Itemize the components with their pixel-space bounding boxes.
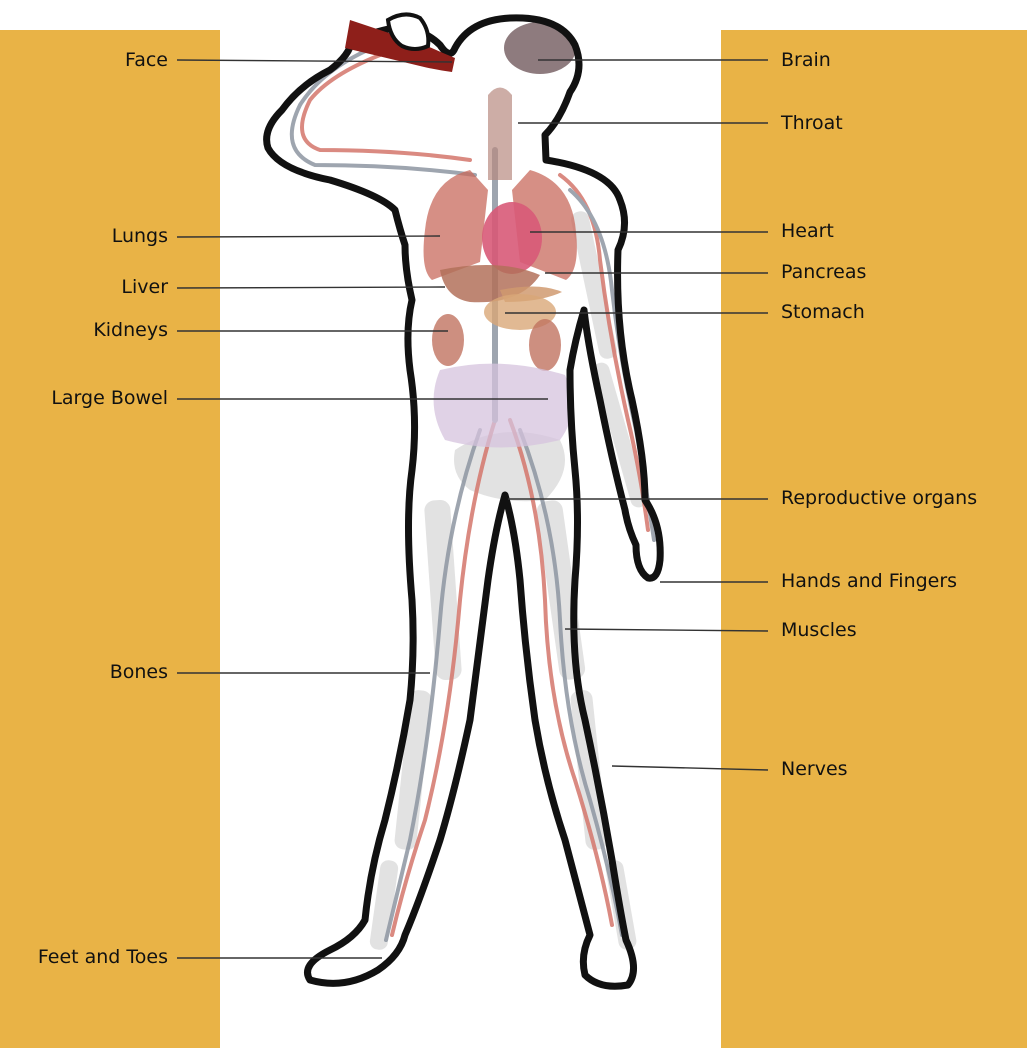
label-lungs: Lungs [112,225,168,247]
label-liver: Liver [121,276,168,298]
label-brain: Brain [781,49,831,71]
kidney-right [529,319,561,371]
label-stomach: Stomach [781,301,865,323]
kidney-left [432,314,464,366]
label-nerves: Nerves [781,758,848,780]
large-bowel-organ [434,364,573,448]
label-pancreas: Pancreas [781,261,866,283]
label-large-bowel: Large Bowel [51,387,168,409]
leader-lungs [177,236,440,237]
label-kidneys: Kidneys [93,319,168,341]
label-reproductive-organs: Reproductive organs [781,487,977,509]
label-heart: Heart [781,220,834,242]
label-muscles: Muscles [781,619,857,641]
organs [424,22,577,448]
label-feet-and-toes: Feet and Toes [38,946,168,968]
label-throat: Throat [781,112,843,134]
label-face: Face [125,49,168,71]
label-hands-and-fingers: Hands and Fingers [781,570,957,592]
heart-organ [482,202,542,274]
leader-liver [177,287,445,288]
leader-muscles [565,629,768,631]
leader-nerves [612,766,768,770]
label-bones: Bones [110,661,168,683]
lungs-left [424,170,488,280]
throat-organ [488,88,512,181]
